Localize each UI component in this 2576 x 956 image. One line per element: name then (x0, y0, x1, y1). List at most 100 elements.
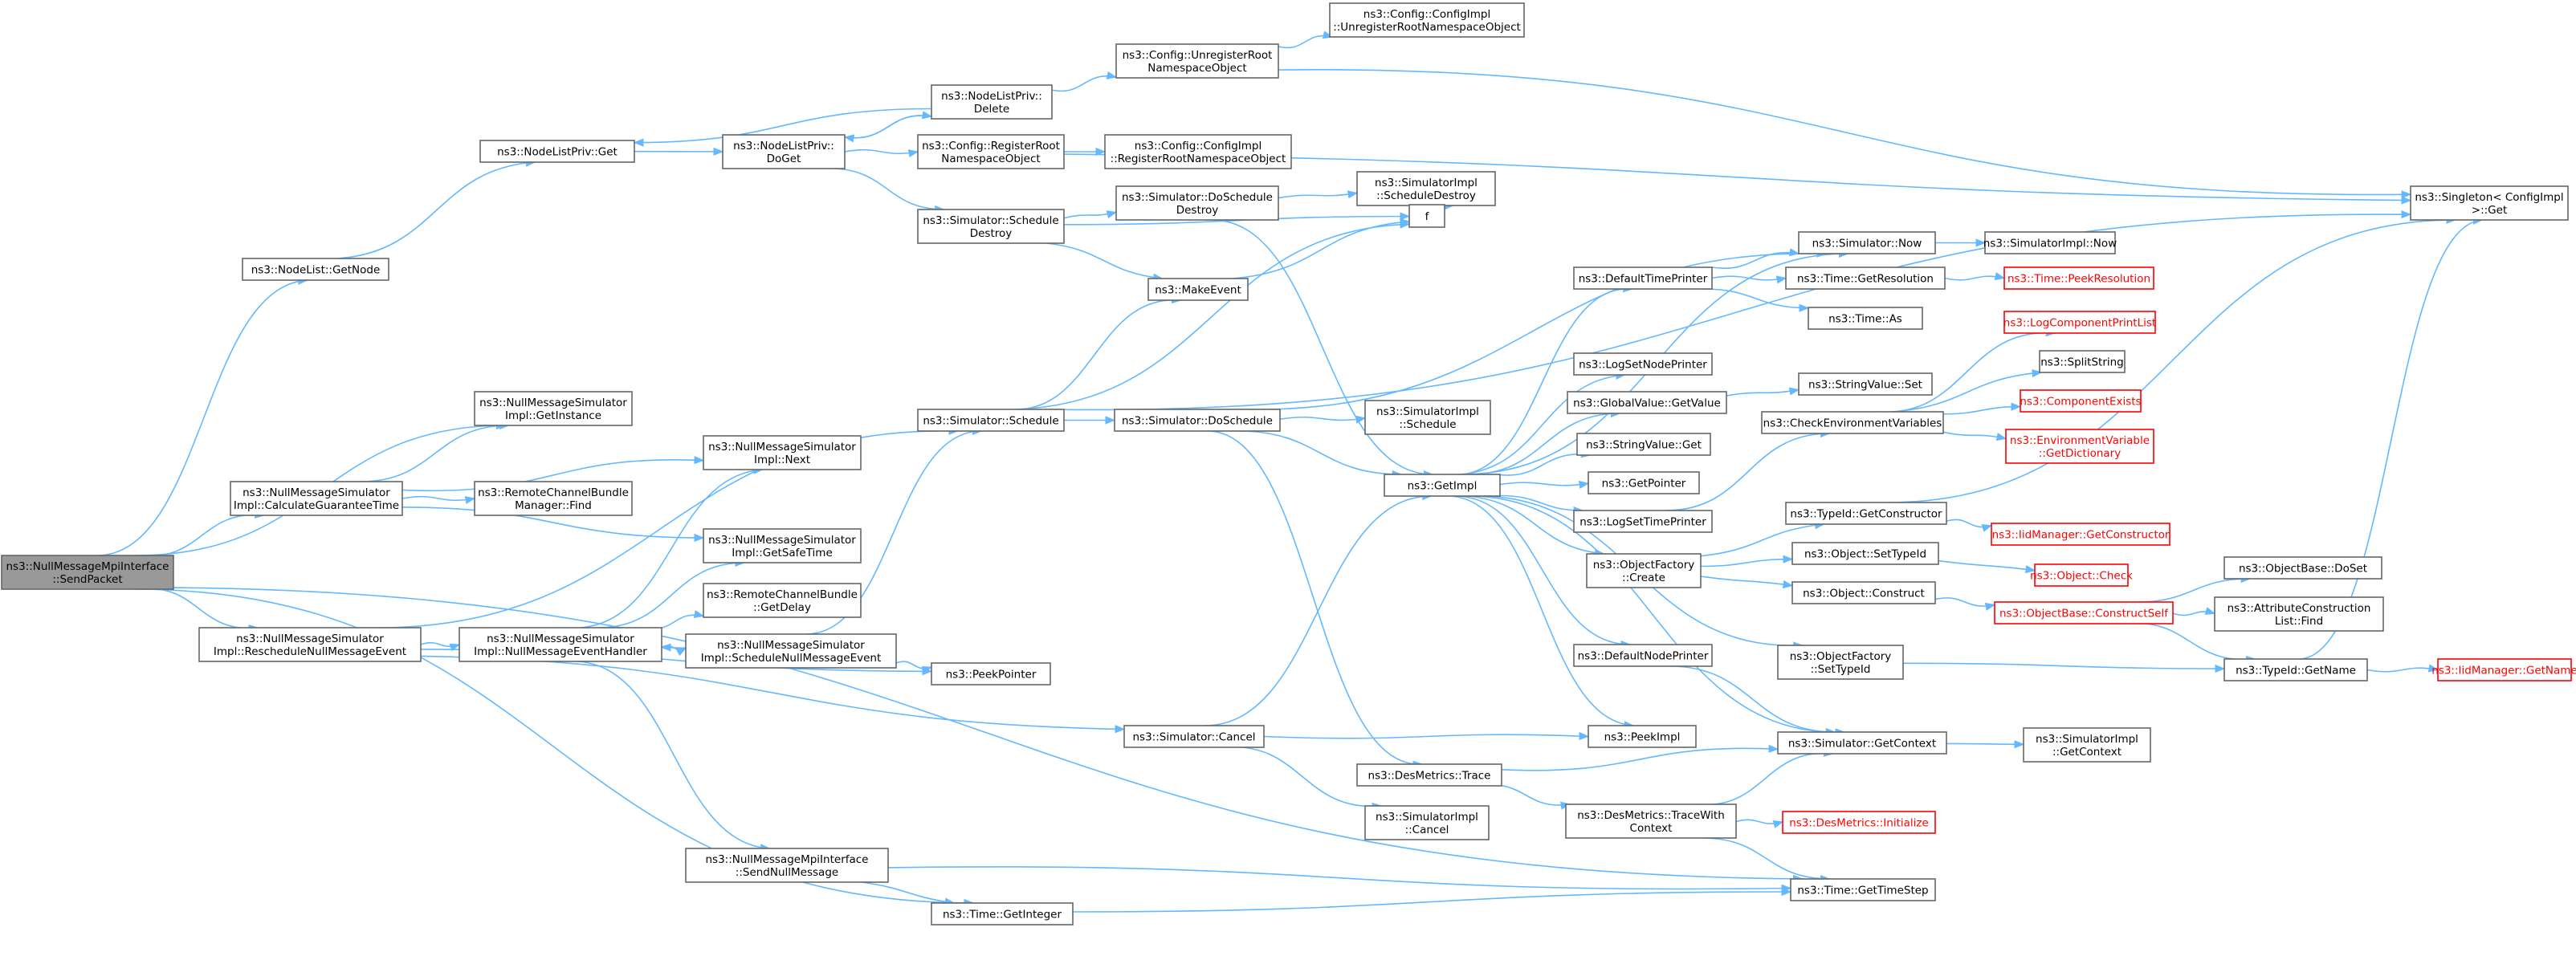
node-time-getinteger[interactable]: ns3::Time::GetInteger (931, 902, 1074, 925)
node-simimpl-cancel[interactable]: ns3::SimulatorImpl::Cancel (1364, 805, 1490, 840)
node-default-node-printer[interactable]: ns3::DefaultNodePrinter (1573, 644, 1713, 667)
node-peekimpl[interactable]: ns3::PeekImpl (1588, 725, 1697, 748)
node-nodelistpriv-get[interactable]: ns3::NodeListPriv::Get (479, 140, 635, 163)
node-nms-handler[interactable]: ns3::NullMessageSimulatorImpl::NullMessa… (459, 627, 662, 662)
node-sim-doschedule[interactable]: ns3::Simulator::DoSchedule (1114, 409, 1281, 432)
node-box (2034, 563, 2129, 587)
edge-nms_handler-to-nmmi_sendnull (577, 661, 771, 852)
node-sim-now[interactable]: ns3::Simulator::Now (1798, 231, 1936, 254)
node-nodelistpriv-doget[interactable]: ns3::NodeListPriv::DoGet (722, 134, 846, 169)
node-sim-schedule[interactable]: ns3::Simulator::Schedule (917, 409, 1065, 432)
node-nms-schedule-null[interactable]: ns3::NullMessageSimulatorImpl::ScheduleN… (685, 633, 897, 669)
node-object-check[interactable]: ns3::Object::Check (2030, 563, 2133, 587)
node-nmmi-sendnull[interactable]: ns3::NullMessageMpiInterface::SendNullMe… (685, 848, 889, 883)
node-env-var-getdict[interactable]: ns3::EnvironmentVariable::GetDictionary (2005, 429, 2154, 464)
node-object-construct[interactable]: ns3::Object::Construct (1791, 581, 1936, 604)
node-time-as[interactable]: ns3::Time::As (1808, 307, 1923, 330)
node-iidmanager-getname[interactable]: ns3::IidManager::GetName (2431, 658, 2576, 681)
node-label: NamespaceObject (941, 153, 1040, 165)
edge-sim_schedule-to-f (1013, 220, 1411, 410)
node-getimpl[interactable]: ns3::GetImpl (1384, 474, 1501, 497)
node-log-set-time-printer[interactable]: ns3::LogSetTimePrinter (1573, 510, 1713, 533)
node-config-unregister[interactable]: ns3::Config::UnregisterRootNamespaceObje… (1115, 43, 1279, 79)
node-split-string[interactable]: ns3::SplitString (2039, 350, 2126, 373)
node-desmetrics-trace[interactable]: ns3::DesMetrics::Trace (1356, 763, 1502, 787)
node-simimpl-schedule[interactable]: ns3::SimulatorImpl::Schedule (1364, 400, 1491, 435)
node-log-component-print-list[interactable]: ns3::LogComponentPrintList (2003, 311, 2156, 334)
node-label: Impl::CalculateGuaranteeTime (234, 499, 399, 512)
node-box (474, 391, 633, 426)
node-configimpl-register[interactable]: ns3::Config::ConfigImpl::RegisterRootNam… (1104, 134, 1292, 169)
node-check-env-vars[interactable]: ns3::CheckEnvironmentVariables (1761, 411, 1944, 434)
node-objectfactory-settypeid[interactable]: ns3::ObjectFactory::SetTypeId (1777, 645, 1904, 680)
node-config-register[interactable]: ns3::Config::RegisterRootNamespaceObject (917, 134, 1065, 169)
node-objectbase-doset[interactable]: ns3::ObjectBase::DoSet (2223, 556, 2382, 580)
node-iidmanager-getconstructor[interactable]: ns3::IidManager::GetConstructor (1991, 523, 2170, 546)
node-label: ::Create (1622, 572, 1665, 584)
node-default-time-printer[interactable]: ns3::DefaultTimePrinter (1573, 266, 1713, 290)
edge-typeid_getname-to-iidmanager_getname (2366, 664, 2439, 673)
node-time-get-resolution[interactable]: ns3::Time::GetResolution (1785, 266, 1946, 290)
node-time-peek-resolution[interactable]: ns3::Time::PeekResolution (2003, 266, 2154, 290)
edge-nmmi_sendnull-to-time_getinteger (861, 881, 956, 906)
node-objectbase-constructself[interactable]: ns3::ObjectBase::ConstructSelf (1994, 601, 2174, 624)
node-nms-getinstance[interactable]: ns3::NullMessageSimulatorImpl::GetInstan… (474, 391, 633, 426)
node-simimpl-now[interactable]: ns3::SimulatorImpl::Now (1983, 231, 2117, 254)
node-nodelist-getnode[interactable]: ns3::NodeList::GetNode (242, 258, 389, 281)
node-box (2003, 311, 2156, 334)
node-getpointer[interactable]: ns3::GetPointer (1588, 471, 1700, 494)
node-objectfactory-create[interactable]: ns3::ObjectFactory::Create (1586, 553, 1702, 588)
node-root[interactable]: ns3::NullMessageMpiInterface::SendPacket (1, 555, 174, 590)
node-box (703, 435, 862, 470)
node-f[interactable]: f (1408, 204, 1445, 228)
node-label: ns3::PeekPointer (946, 669, 1037, 681)
node-nms-reschedule[interactable]: ns3::NullMessageSimulatorImpl::Reschedul… (198, 627, 422, 662)
node-sim-getcontext[interactable]: ns3::Simulator::GetContext (1777, 731, 1947, 755)
node-simimpl-schedule-destroy[interactable]: ns3::SimulatorImpl::ScheduleDestroy (1356, 171, 1496, 206)
edge-objectbase_constructself-to-attr_construction_find (2172, 607, 2216, 616)
node-sim-schedule-destroy[interactable]: ns3::Simulator::ScheduleDestroy (917, 209, 1065, 244)
node-log-set-node-printer[interactable]: ns3::LogSetNodePrinter (1573, 352, 1713, 376)
node-nms-calc-guarantee[interactable]: ns3::NullMessageSimulatorImpl::Calculate… (230, 481, 403, 516)
node-desmetrics-initialize[interactable]: ns3::DesMetrics::Initialize (1782, 811, 1936, 834)
node-globalvalue-getvalue[interactable]: ns3::GlobalValue::GetValue (1567, 391, 1727, 414)
node-stringvalue-set[interactable]: ns3::StringValue::Set (1798, 372, 1933, 396)
node-sim-cancel[interactable]: ns3::Simulator::Cancel (1123, 725, 1265, 748)
node-nms-getsafetime[interactable]: ns3::NullMessageSimulatorImpl::GetSafeTi… (703, 528, 862, 563)
edge-time_get_resolution-to-time_peek_resolution (1944, 272, 2006, 281)
node-peekpointer[interactable]: ns3::PeekPointer (931, 662, 1051, 685)
node-time-gettimestep[interactable]: ns3::Time::GetTimeStep (1790, 878, 1936, 901)
edge-desmetrics_tracewithcontext-to-sim_getcontext (1696, 748, 1834, 806)
node-label: Destroy (970, 227, 1013, 240)
node-typeid-getconstructor[interactable]: ns3::TypeId::GetConstructor (1785, 502, 1947, 525)
edge-nodelist_getnode-to-nodelistpriv_get (337, 158, 536, 259)
node-object-settypeid[interactable]: ns3::Object::SetTypeId (1791, 542, 1939, 565)
node-label: NamespaceObject (1147, 62, 1246, 75)
edge-getimpl-to-log_set_time_printer (1499, 494, 1584, 515)
node-stringvalue-get[interactable]: ns3::StringValue::Get (1576, 433, 1711, 456)
edge-sim_schedule-to-makeevent (1008, 295, 1182, 410)
node-label: ns3::Config::ConfigImpl (1363, 8, 1490, 21)
node-label: ns3::RemoteChannelBundle (707, 588, 858, 601)
node-label: ns3::NullMessageSimulator (708, 534, 856, 547)
node-component-exists[interactable]: ns3::ComponentExists (2020, 389, 2142, 413)
node-singleton-get[interactable]: ns3::Singleton< ConfigImpl >::Get (2410, 185, 2569, 221)
node-configimpl-unregister[interactable]: ns3::Config::ConfigImpl::UnregisterRootN… (1329, 2, 1525, 38)
node-label: ns3::Config::ConfigImpl (1135, 140, 1262, 153)
node-nodelistpriv-delete[interactable]: ns3::NodeListPriv::Delete (931, 84, 1053, 120)
node-label: ns3::SplitString (2040, 356, 2124, 369)
node-label: ns3::PeekImpl (1604, 731, 1681, 744)
edge-default_time_printer-to-sim_now (1711, 248, 1800, 269)
node-makeevent[interactable]: ns3::MakeEvent (1147, 278, 1249, 301)
edge-desmetrics_trace-to-desmetrics_tracewithcontext (1481, 784, 1571, 810)
node-box (1791, 581, 1936, 604)
node-typeid-getname[interactable]: ns3::TypeId::GetName (2223, 658, 2368, 681)
node-simimpl-getcontext[interactable]: ns3::SimulatorImpl::GetContext (2023, 727, 2151, 763)
edge-nms_reschedule-to-nms_handler (420, 641, 461, 652)
node-rcb-getdelay[interactable]: ns3::RemoteChannelBundle::GetDelay (703, 583, 862, 618)
